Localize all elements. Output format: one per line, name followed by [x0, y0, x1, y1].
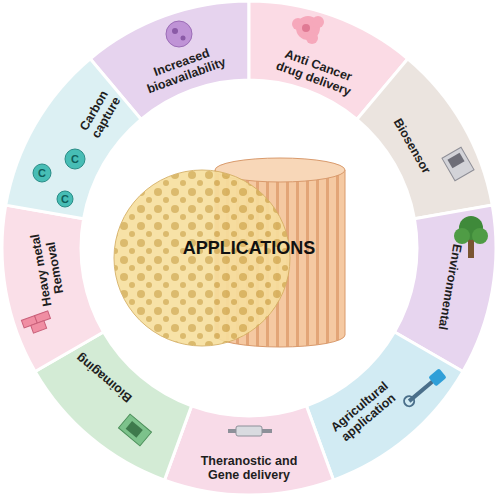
ring-segment-shape: [2, 205, 104, 371]
center-title: APPLICATIONS: [183, 238, 316, 259]
atom-letter: C: [61, 193, 69, 205]
center-circle-shape: [82, 81, 416, 415]
ring-segment-shape: [357, 59, 492, 219]
ring-segment-shape: [165, 406, 334, 495]
ring-segment-shape: [6, 59, 141, 219]
atom-letter: C: [71, 153, 79, 165]
atom-letter: C: [38, 167, 46, 179]
ring-segment-shape: [306, 332, 462, 480]
center-circle: APPLICATIONS: [81, 80, 417, 416]
segment-label: Theranostic and Gene delivery: [189, 454, 309, 482]
